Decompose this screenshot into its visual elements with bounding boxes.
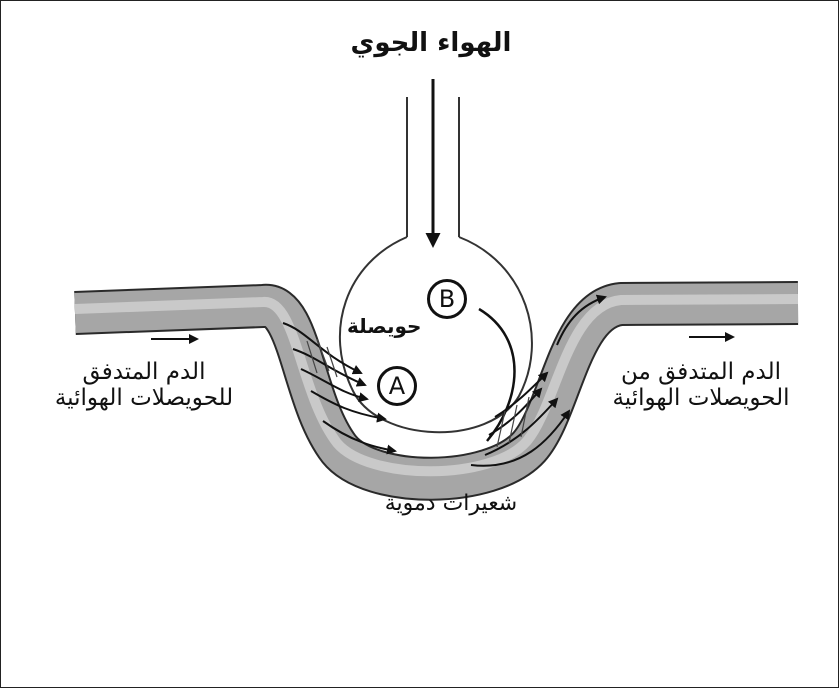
blood-to-alveoli-line1: الدم المتدفق <box>9 359 279 385</box>
alveolus-label: حويصلة <box>347 315 421 338</box>
capillaries-label: شعيرات دموية <box>351 491 551 516</box>
marker-b: B <box>427 279 467 319</box>
blood-from-alveoli-label: الدم المتدفق من الحويصلات الهوائية <box>581 359 821 412</box>
marker-a: A <box>377 366 417 406</box>
blood-to-alveoli-line2: للحويصلات الهوائية <box>9 385 279 411</box>
blood-to-alveoli-label: الدم المتدفق للحويصلات الهوائية <box>9 359 279 412</box>
atmospheric-air-label: الهواء الجوي <box>301 29 561 59</box>
blood-from-alveoli-line2: الحويصلات الهوائية <box>581 385 821 411</box>
blood-from-alveoli-line1: الدم المتدفق من <box>581 359 821 385</box>
